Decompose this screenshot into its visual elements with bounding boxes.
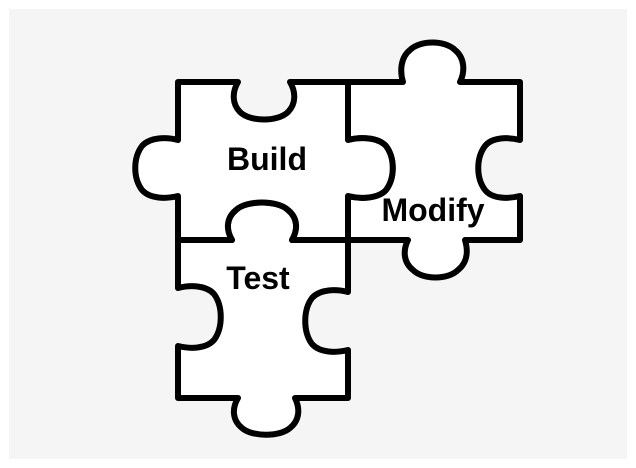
modify-label: Modify [381, 192, 484, 228]
build-label: Build [227, 141, 307, 177]
test-label: Test [226, 260, 290, 296]
build-puzzle-piece [132, 79, 396, 243]
